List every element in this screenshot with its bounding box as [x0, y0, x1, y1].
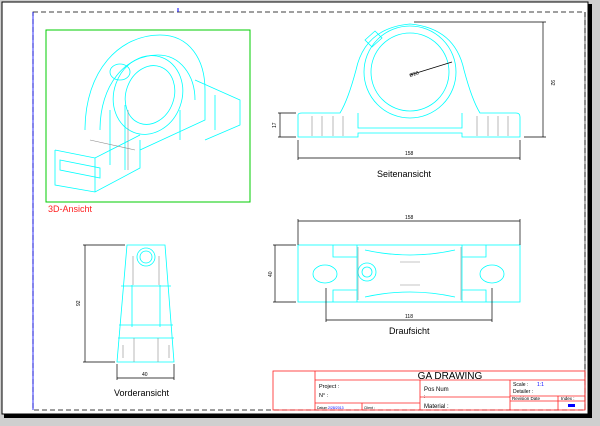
top-depth-dim: 40	[268, 271, 274, 277]
side-base-dim: 17	[272, 122, 278, 128]
front-height-dim: 92	[76, 300, 82, 306]
side-bore-dim: Ø28	[409, 70, 420, 79]
front-width-dim: 40	[142, 372, 148, 378]
front-view-label: Vorderansicht	[114, 388, 170, 398]
pos-num-label: Pos Num	[424, 387, 449, 393]
index-value-mark	[568, 404, 575, 407]
detailer-label: Detailer :	[513, 389, 533, 395]
title-block: GA DRAWING Project : N° : Pos Num : Mate…	[272, 370, 586, 411]
date-value: 2/28/2013	[328, 406, 344, 410]
number-label: N° :	[319, 393, 329, 399]
side-view-label: Seitenansicht	[377, 169, 432, 179]
front-view[interactable]: 92 40 Vorderansicht	[76, 244, 175, 398]
iso-frame	[45, 29, 251, 203]
drawing-title: GA DRAWING	[418, 371, 483, 382]
client-label: Client :	[364, 406, 375, 410]
iso-view-label: 3D-Ansicht	[48, 204, 93, 214]
revision-date-label: Revision Date	[512, 396, 541, 401]
project-label: Project :	[319, 384, 340, 390]
side-height-dim: 92	[549, 80, 555, 86]
top-view[interactable]: 158 40 118 Draufsicht	[268, 215, 521, 336]
date-label: Datum	[317, 406, 327, 410]
top-holes-dim: 118	[405, 314, 413, 320]
iso-view[interactable]: 3D-Ansicht	[45, 29, 251, 214]
scale-label: Scale :	[513, 382, 528, 388]
index-label: Index :	[561, 396, 575, 401]
top-view-label: Draufsicht	[389, 326, 430, 336]
side-view[interactable]: 158 92 17 Ø28 Seitenansicht	[272, 21, 555, 179]
material-label: Material :	[424, 404, 449, 410]
pos-num-value: :	[424, 394, 425, 400]
scale-value: 1:1	[537, 382, 544, 388]
side-width-dim: 158	[405, 151, 414, 157]
top-width-dim: 158	[405, 215, 414, 221]
